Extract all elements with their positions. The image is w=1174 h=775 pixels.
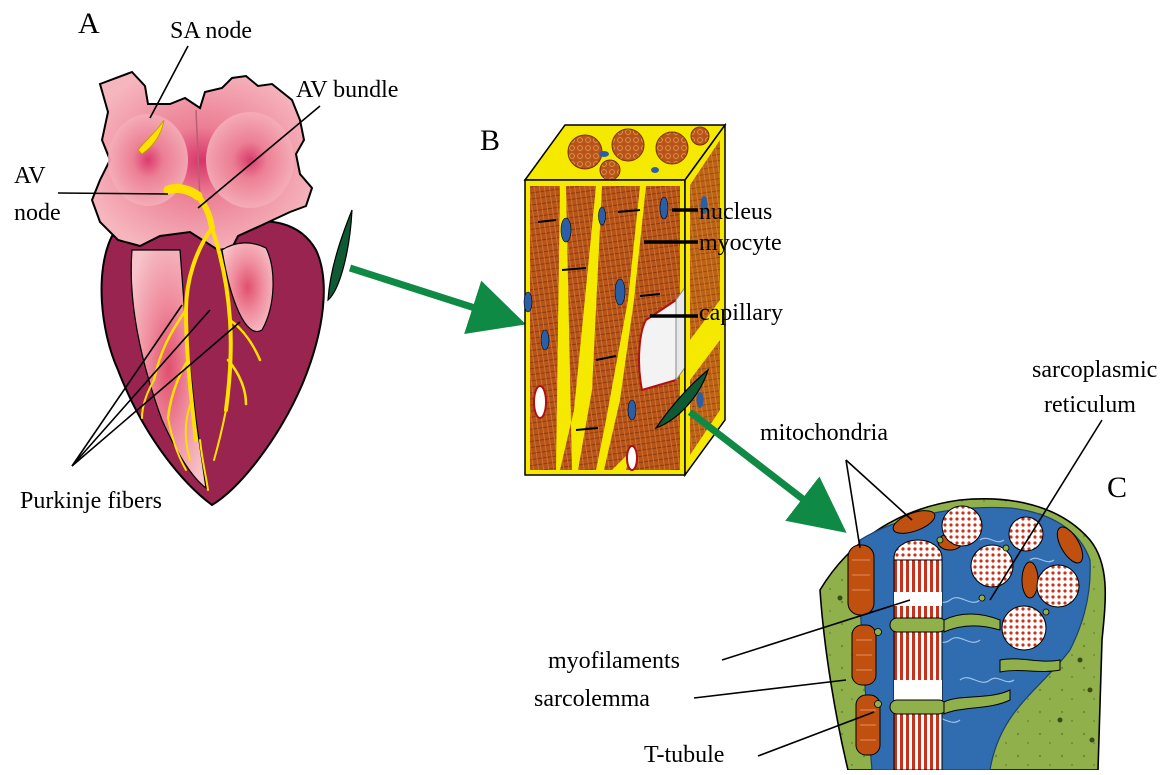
leader-av-node (58, 193, 168, 194)
panel-label-c: C (1107, 471, 1127, 504)
panel-label-b: B (480, 124, 500, 157)
nucleus-6 (628, 400, 636, 420)
label-myofilaments: myofilaments (548, 648, 680, 674)
capillary-small-1 (534, 386, 546, 418)
nucleus-7 (660, 197, 668, 219)
leader-sarcolemma (694, 680, 846, 698)
label-t-tubule: T-tubule (644, 742, 724, 768)
label-av-node-line1: AV (14, 163, 46, 189)
left-atrium-region (206, 112, 294, 208)
tissue-block (524, 125, 725, 475)
cell-cutaway (820, 499, 1105, 770)
label-av-node-line2: node (14, 200, 61, 226)
nucleus-3 (615, 279, 625, 305)
z-band-1 (894, 592, 942, 606)
panel-label-a: A (78, 7, 100, 40)
label-av-bundle: AV bundle (296, 77, 398, 103)
arrow-a-to-b (350, 268, 506, 318)
nucleus-4 (524, 292, 532, 312)
zoom-bracket-a (328, 210, 352, 300)
label-sarcolemma: sarcolemma (534, 686, 650, 712)
sr-band-2 (890, 700, 946, 714)
myofibril-4 (1037, 565, 1079, 607)
label-capillary: capillary (699, 300, 783, 326)
sr-band-1 (890, 618, 946, 632)
leader-mitochondria-2 (846, 460, 912, 520)
fiber-1 (530, 186, 560, 470)
label-nucleus: nucleus (699, 199, 772, 225)
label-purkinje-fibers: Purkinje fibers (20, 488, 162, 514)
label-sarcoplasmic-line1: sarcoplasmic (1032, 357, 1157, 383)
nucleus-5 (599, 207, 606, 225)
nucleus-1 (561, 218, 571, 242)
heart-illustration (92, 72, 324, 505)
label-sa-node: SA node (170, 18, 252, 44)
label-sarcoplasmic-line2: reticulum (1044, 392, 1136, 418)
myofibril-1 (942, 506, 982, 546)
capillary-small-2 (627, 446, 637, 470)
label-mitochondria: mitochondria (760, 420, 888, 446)
nucleus-2 (541, 330, 549, 350)
label-myocyte: myocyte (699, 230, 782, 256)
myofibril-5 (1002, 606, 1046, 650)
z-band-2 (894, 680, 942, 700)
myofilament-column (894, 560, 942, 770)
leader-mitochondria-1 (846, 460, 860, 548)
